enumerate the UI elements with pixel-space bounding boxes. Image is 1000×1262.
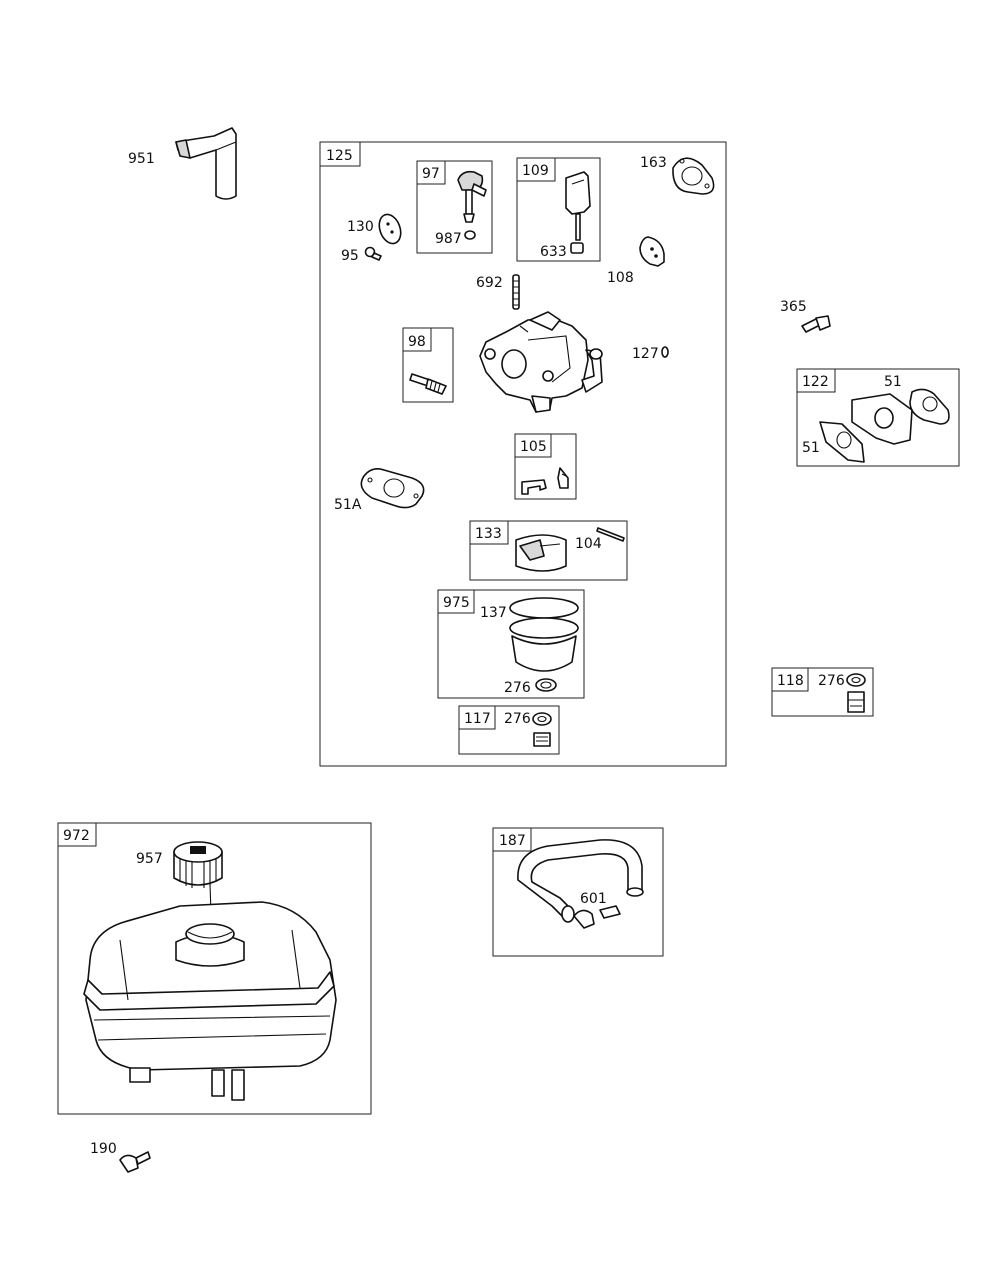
bolt-part-190[interactable]: [119, 1151, 151, 1173]
idle-screw-part[interactable]: [409, 373, 447, 395]
group-label-125: 125: [326, 148, 353, 164]
fuel-line-part[interactable]: [517, 839, 644, 923]
throttle-plate-part[interactable]: [639, 236, 665, 267]
group-label-972: 972: [63, 828, 90, 844]
group-box-105[interactable]: 105: [514, 433, 577, 500]
group-label-105: 105: [520, 439, 547, 455]
gasket-part-163[interactable]: [672, 157, 715, 195]
callout-51-left: 51: [802, 440, 820, 456]
callout-951: 951: [128, 151, 155, 167]
callout-104: 104: [575, 536, 602, 552]
callout-692: 692: [476, 275, 503, 291]
group-label-133: 133: [475, 526, 502, 542]
group-label-117: 117: [464, 711, 491, 727]
group-box-118[interactable]: 118: [771, 667, 874, 717]
group-box-972[interactable]: 972: [57, 822, 372, 1115]
carburetor-body-part[interactable]: [479, 311, 603, 413]
callout-987: 987: [435, 231, 462, 247]
fuel-tank-part[interactable]: [83, 901, 337, 1101]
callout-365: 365: [780, 299, 807, 315]
group-box-109[interactable]: 109: [516, 157, 601, 262]
callout-127: 127: [632, 346, 659, 362]
o-ring-part-127[interactable]: [661, 346, 669, 358]
choke-plate-part[interactable]: [375, 211, 404, 246]
gasket-part-51A[interactable]: [360, 468, 425, 509]
fuel-cap-part[interactable]: [173, 841, 223, 888]
group-label-975: 975: [443, 595, 470, 611]
callout-51A: 51A: [334, 497, 362, 513]
callout-108: 108: [607, 270, 634, 286]
group-label-118: 118: [777, 673, 804, 689]
float-part[interactable]: [515, 534, 567, 572]
group-label-97: 97: [422, 166, 440, 182]
screw-part-95[interactable]: [364, 246, 382, 261]
float-pin-part[interactable]: [596, 527, 625, 542]
group-label-98: 98: [408, 334, 426, 350]
callout-51-right: 51: [884, 374, 902, 390]
bowl-bolt-part-117[interactable]: [532, 712, 552, 747]
callout-137: 137: [480, 605, 507, 621]
drain-plug-part-118[interactable]: [846, 673, 866, 713]
callout-633: 633: [540, 244, 567, 260]
spring-part-692[interactable]: [512, 274, 520, 310]
group-label-187: 187: [499, 833, 526, 849]
group-box-975[interactable]: 975: [437, 589, 585, 699]
fuel-valve-part[interactable]: [457, 170, 487, 240]
group-box-125[interactable]: 125: [319, 141, 727, 767]
group-label-109: 109: [522, 163, 549, 179]
callout-276-117: 276: [504, 711, 531, 727]
callout-95: 95: [341, 248, 359, 264]
callout-276-975: 276: [504, 680, 531, 696]
callout-276-118: 276: [818, 673, 845, 689]
callout-163: 163: [640, 155, 667, 171]
callout-957: 957: [136, 851, 163, 867]
group-box-98[interactable]: 98: [402, 327, 454, 403]
callout-601: 601: [580, 891, 607, 907]
float-bowl-part[interactable]: [509, 597, 579, 692]
bolt-part-365[interactable]: [801, 315, 831, 333]
group-box-187[interactable]: 187: [492, 827, 664, 957]
group-box-97[interactable]: 97: [416, 160, 493, 254]
callout-190: 190: [90, 1141, 117, 1157]
hose-clamp-part[interactable]: [573, 905, 621, 929]
group-box-117[interactable]: 117: [458, 705, 560, 755]
callout-130: 130: [347, 219, 374, 235]
choke-lever-part[interactable]: [175, 127, 237, 200]
choke-shaft-part[interactable]: [565, 171, 591, 254]
group-box-133[interactable]: 133: [469, 520, 628, 581]
float-needle-part[interactable]: [521, 467, 569, 495]
group-label-122: 122: [802, 374, 829, 390]
group-box-122[interactable]: 122: [796, 368, 960, 467]
spacer-gasket-part[interactable]: [819, 388, 950, 463]
